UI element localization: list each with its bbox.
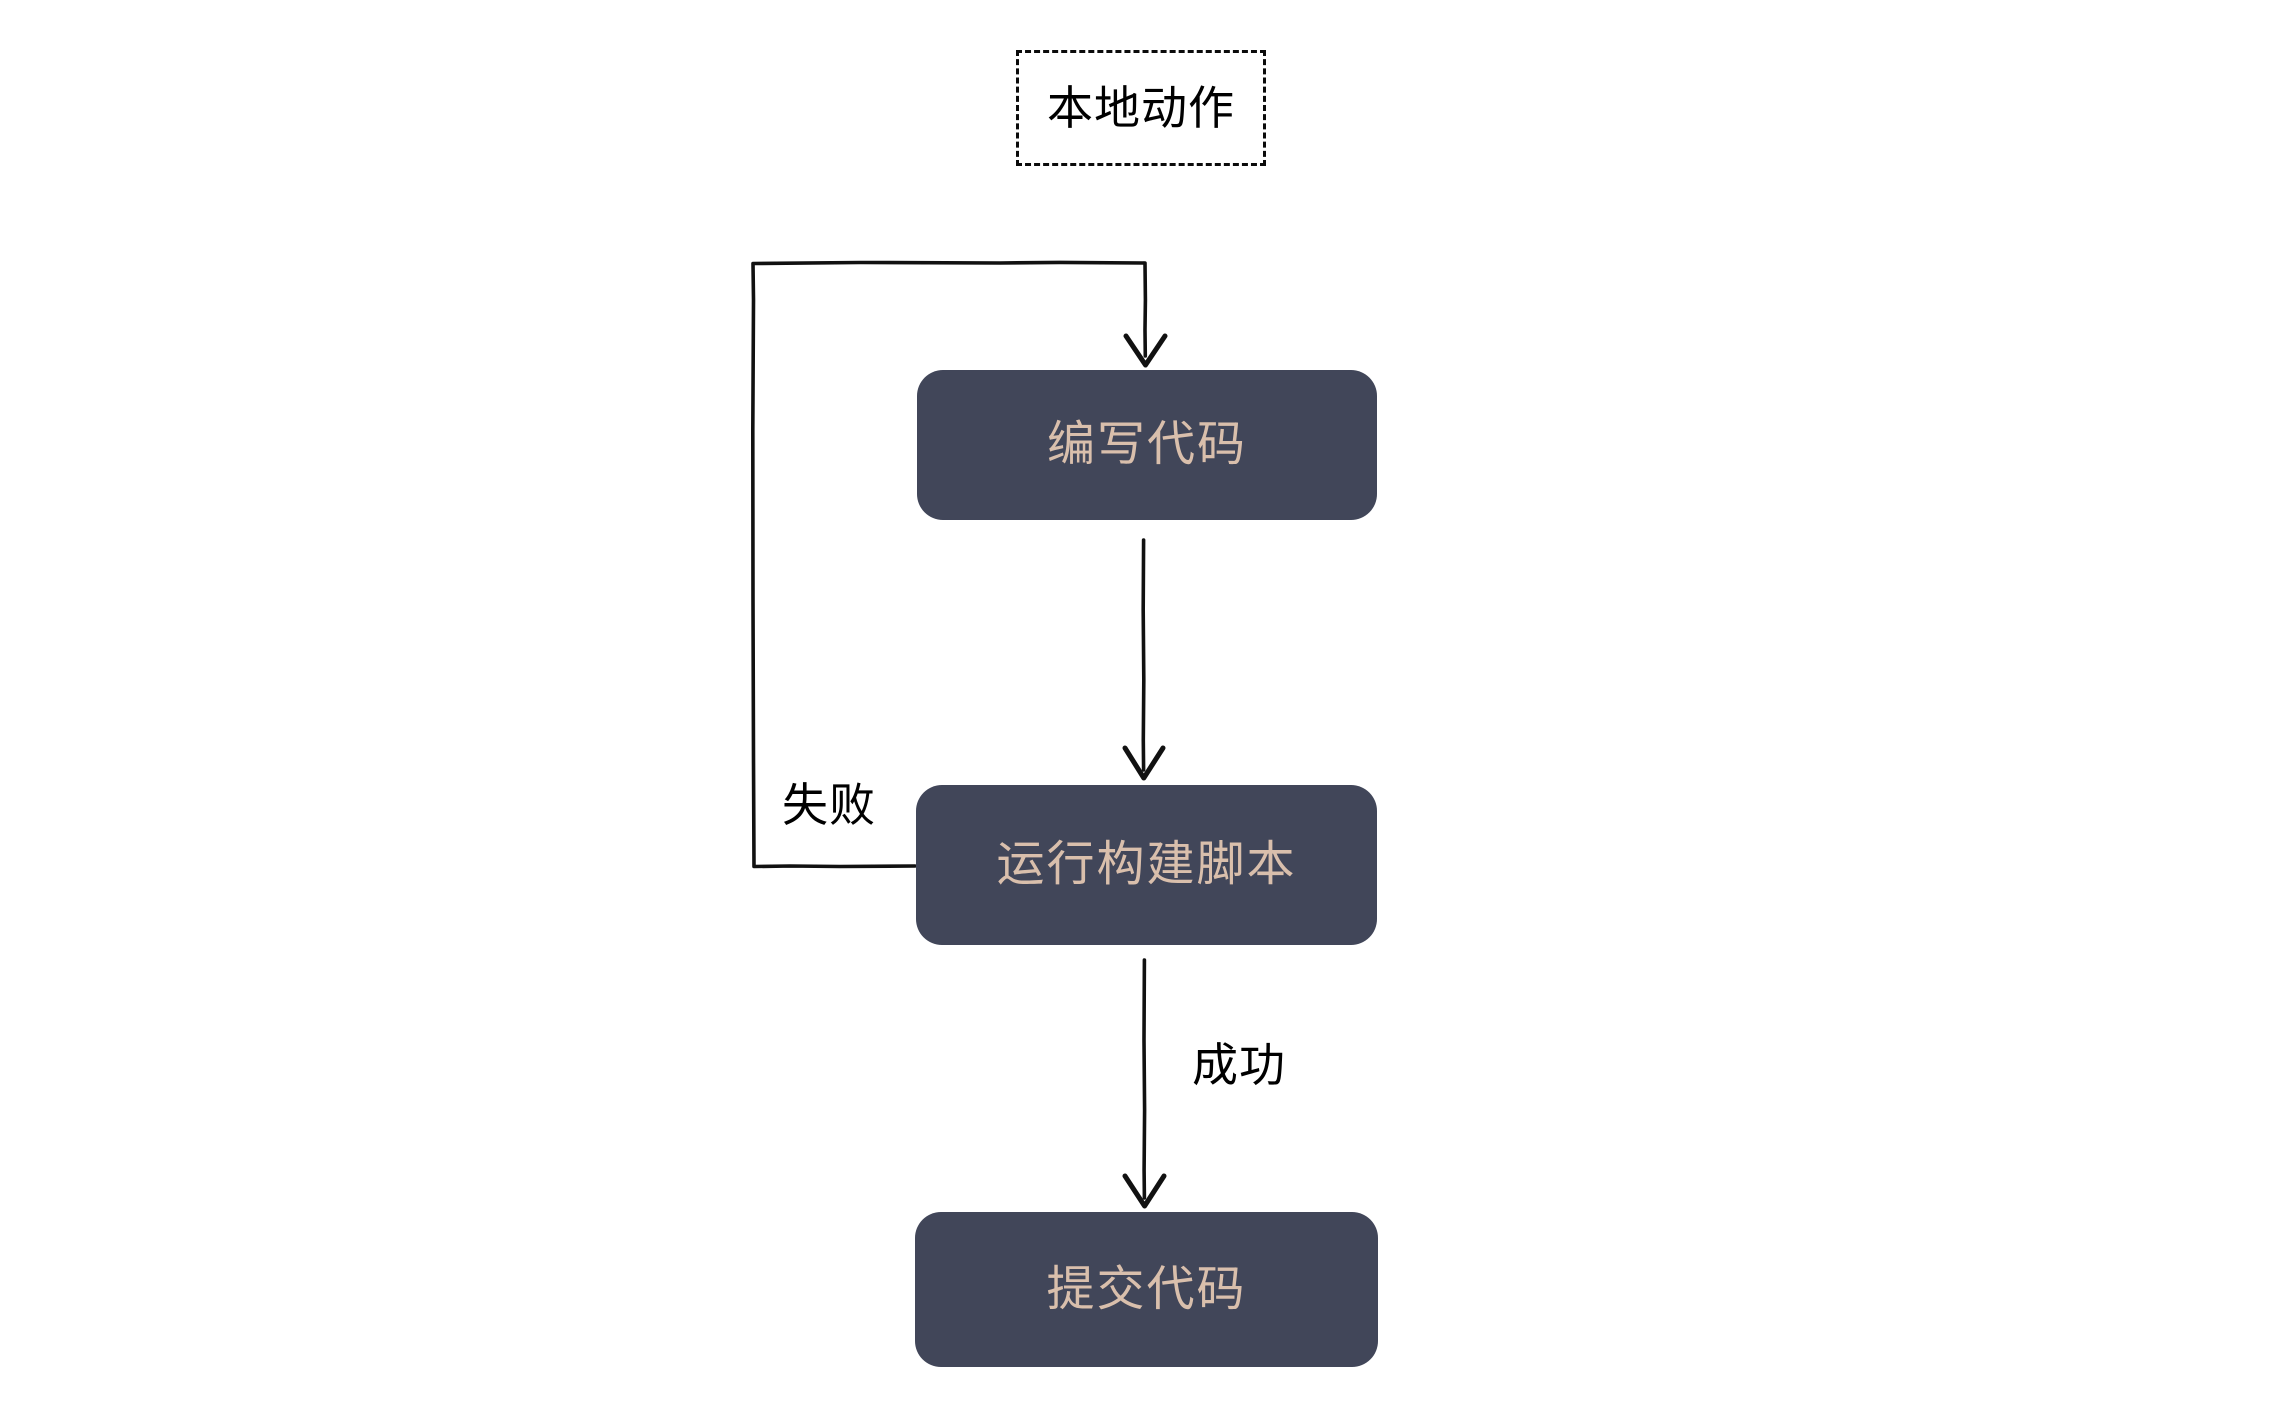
node-write-code[interactable]: 编写代码 bbox=[917, 370, 1377, 520]
annotation-box-local-action: 本地动作 bbox=[1016, 50, 1266, 166]
annotation-label: 本地动作 bbox=[1047, 82, 1235, 134]
edge-write-to-build bbox=[1122, 538, 1166, 781]
edge-loop-back-failure bbox=[751, 260, 1168, 869]
edge-label-failure: 失败 bbox=[782, 779, 876, 831]
edge-build-to-commit bbox=[1122, 958, 1167, 1209]
node-commit-code-label: 提交代码 bbox=[1046, 1262, 1247, 1316]
edge-label-success: 成功 bbox=[1192, 1039, 1286, 1091]
node-run-build-script[interactable]: 运行构建脚本 bbox=[916, 785, 1377, 945]
node-write-code-label: 编写代码 bbox=[1046, 418, 1247, 471]
node-run-build-script-label: 运行构建脚本 bbox=[996, 838, 1297, 891]
node-commit-code[interactable]: 提交代码 bbox=[915, 1212, 1378, 1367]
